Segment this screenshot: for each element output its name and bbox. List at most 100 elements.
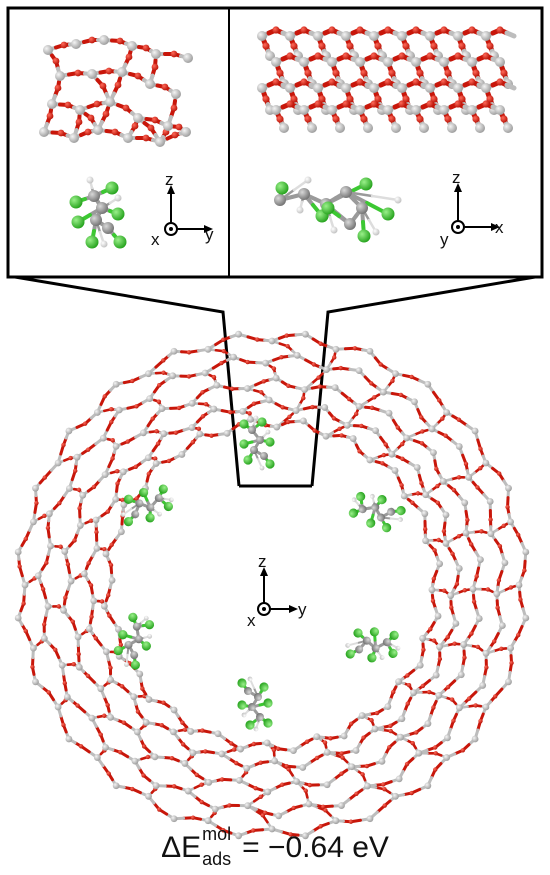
carbon-atom: [355, 645, 364, 654]
chlorine-atom: [359, 177, 373, 191]
oxygen-atom: [443, 433, 448, 438]
hydrogen-atom: [265, 429, 271, 435]
oxygen-atom: [369, 381, 374, 386]
oxygen-atom: [200, 414, 206, 419]
oxygen-atom: [374, 710, 380, 716]
oxygen-atom: [384, 78, 392, 86]
silicon-atom: [272, 374, 280, 382]
silicon-atom: [443, 754, 451, 761]
carbon-atom: [131, 510, 140, 519]
oxygen-atom: [434, 466, 439, 472]
oxygen-atom: [499, 646, 504, 651]
chlorine-atom: [113, 645, 123, 656]
oxygen-atom: [286, 52, 294, 60]
oxygen-atom: [431, 576, 436, 581]
oxygen-atom: [62, 680, 67, 686]
oxygen-atom: [130, 378, 135, 384]
hydrogen-atom: [351, 497, 357, 503]
chlorine-atom: [141, 641, 151, 651]
oxygen-atom: [402, 42, 410, 50]
hydrogen-atom: [259, 465, 265, 471]
oxygen-atom: [475, 644, 481, 650]
silicon-atom: [442, 511, 450, 519]
oxygen-atom: [106, 771, 111, 776]
oxygen-atom: [57, 500, 62, 506]
silicon-atom: [213, 381, 221, 389]
carbon-atom: [248, 703, 256, 711]
silicon-atom: [214, 730, 222, 738]
oxygen-atom: [203, 401, 209, 407]
oxygen-atom: [125, 439, 130, 444]
oxygen-atom: [505, 504, 510, 510]
oxygen-atom: [186, 374, 192, 379]
oxygen-atom: [169, 755, 175, 761]
chlorine-atom: [118, 630, 128, 640]
oxygen-atom: [388, 728, 393, 734]
oxygen-atom: [468, 78, 476, 86]
oxygen-atom: [170, 50, 178, 58]
silicon-atom: [453, 83, 463, 93]
oxygen-atom: [478, 446, 483, 452]
oxygen-atom: [234, 760, 239, 766]
silicon-atom: [364, 782, 371, 790]
oxygen-atom: [142, 134, 150, 142]
oxygen-atom: [171, 784, 177, 789]
oxygen-atom: [409, 374, 414, 380]
oxygen-atom: [105, 702, 110, 708]
silicon-atom: [453, 31, 463, 41]
chlorine-atom: [113, 235, 127, 249]
oxygen-atom: [404, 761, 410, 767]
chlorine-atom: [396, 506, 406, 516]
carbon-atom: [248, 426, 256, 434]
silicon-atom: [313, 733, 321, 741]
silicon-atom: [92, 516, 100, 524]
oxygen-atom: [118, 750, 123, 755]
oxygen-atom: [60, 41, 68, 49]
silicon-atom: [422, 537, 429, 545]
oxygen-atom: [378, 362, 383, 367]
oxygen-atom: [255, 337, 260, 342]
axis-label-out: x: [151, 230, 160, 249]
oxygen-atom: [180, 742, 186, 747]
chlorine-atom: [105, 181, 119, 195]
oxygen-atom: [259, 390, 264, 395]
oxygen-atom: [68, 455, 73, 461]
oxygen-atom: [99, 599, 105, 604]
silicon-atom: [323, 748, 331, 756]
oxygen-atom: [87, 114, 95, 122]
silicon-atom: [332, 817, 340, 825]
oxygen-atom: [82, 421, 88, 426]
oxygen-atom: [311, 362, 317, 367]
chlorine-atom: [366, 518, 376, 528]
silicon-atom: [131, 757, 139, 765]
silicon-atom: [279, 123, 289, 133]
oxygen-atom: [427, 689, 432, 695]
oxygen-atom: [228, 410, 233, 415]
hydrogen-atom: [253, 726, 259, 732]
oxygen-atom: [114, 81, 122, 89]
silicon-atom: [112, 495, 120, 503]
silicon-atom: [102, 550, 110, 558]
oxygen-atom: [398, 392, 404, 398]
oxygen-atom: [463, 461, 469, 467]
silicon-atom: [32, 678, 39, 686]
silicon-atom: [169, 372, 177, 380]
silicon-atom: [204, 817, 212, 825]
oxygen-atom: [251, 401, 257, 406]
oxygen-atom: [153, 456, 158, 461]
silicon-atom: [425, 31, 435, 41]
oxygen-atom: [416, 115, 424, 123]
oxygen-atom: [426, 52, 434, 60]
silicon-atom: [385, 409, 393, 417]
silicon-atom: [505, 484, 512, 492]
silicon-atom: [471, 735, 479, 743]
bond: [504, 30, 517, 39]
inset-frame: [6, 6, 544, 279]
silicon-atom: [424, 782, 432, 790]
carbon-atom: [250, 446, 258, 454]
silicon-atom: [90, 597, 98, 605]
oxygen-atom: [380, 461, 385, 466]
silicon-atom: [501, 559, 509, 567]
axes-left-panel: z y x: [151, 170, 214, 249]
silicon-atom: [265, 396, 273, 404]
